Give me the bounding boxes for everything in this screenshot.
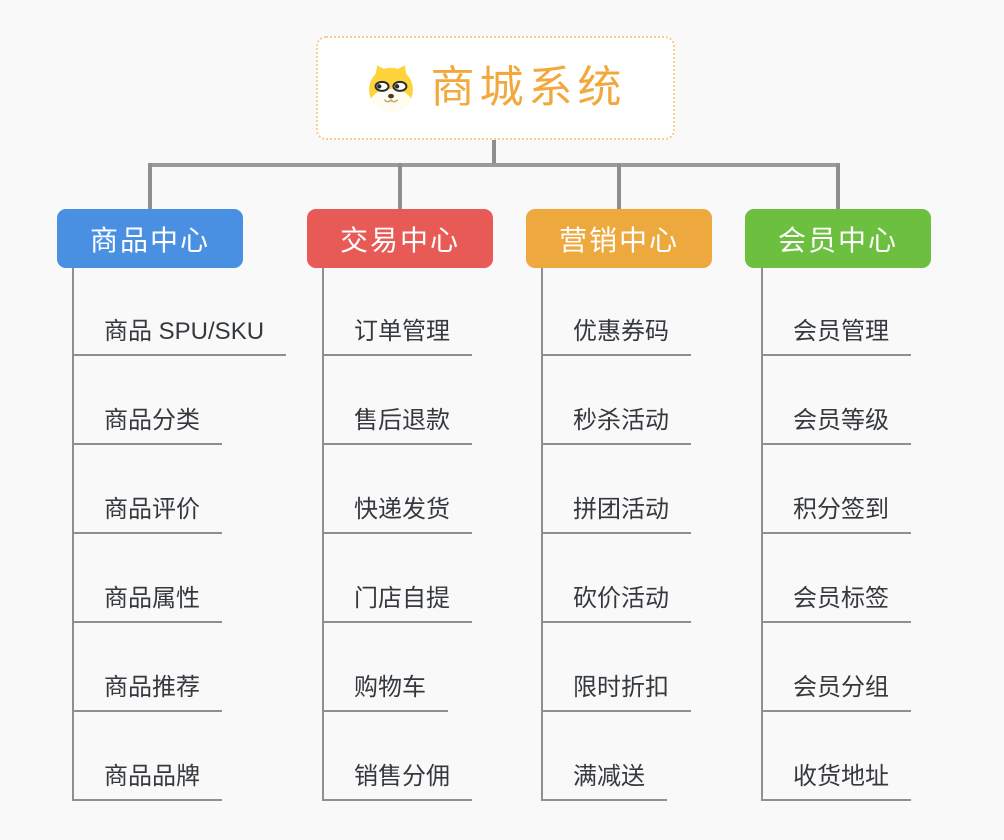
connector-drop-branch-2 xyxy=(398,163,402,209)
root-title: 商城系统 xyxy=(430,63,627,112)
branch-header-marketing-center[interactable]: 营销中心 xyxy=(526,209,712,268)
leaf-node[interactable]: 会员分组 xyxy=(761,673,911,712)
leaf-node[interactable]: 积分签到 xyxy=(761,495,911,534)
leaf-node[interactable]: 满减送 xyxy=(541,762,667,801)
branch-spine-4 xyxy=(761,268,763,801)
branch-header-member-center[interactable]: 会员中心 xyxy=(745,209,931,268)
leaf-node[interactable]: 门店自提 xyxy=(322,584,472,623)
leaf-node[interactable]: 秒杀活动 xyxy=(541,406,691,445)
branch-header-product-center[interactable]: 商品中心 xyxy=(57,209,243,268)
leaf-node[interactable]: 商品属性 xyxy=(72,584,222,623)
leaf-node[interactable]: 会员标签 xyxy=(761,584,911,623)
leaf-node[interactable]: 快递发货 xyxy=(322,495,472,534)
connector-drop-branch-4 xyxy=(836,163,840,209)
leaf-node[interactable]: 商品分类 xyxy=(72,406,222,445)
leaf-node[interactable]: 商品品牌 xyxy=(72,762,222,801)
leaf-node[interactable]: 订单管理 xyxy=(322,317,472,356)
doge-icon xyxy=(365,62,417,114)
root-node[interactable]: 商城系统 xyxy=(316,36,675,140)
leaf-node[interactable]: 售后退款 xyxy=(322,406,472,445)
leaf-node[interactable]: 商品推荐 xyxy=(72,673,222,712)
branch-spine-3 xyxy=(541,268,543,801)
leaf-node[interactable]: 限时折扣 xyxy=(541,673,691,712)
leaf-node[interactable]: 砍价活动 xyxy=(541,584,691,623)
connector-horizontal-bar xyxy=(148,163,840,167)
branch-spine-1 xyxy=(72,268,74,801)
leaf-node[interactable]: 销售分佣 xyxy=(322,762,472,801)
leaf-node[interactable]: 收货地址 xyxy=(761,762,911,801)
branch-spine-2 xyxy=(322,268,324,801)
connector-drop-branch-1 xyxy=(148,163,152,209)
leaf-node[interactable]: 优惠券码 xyxy=(541,317,691,356)
connector-root-stub xyxy=(492,140,496,167)
leaf-node[interactable]: 商品 SPU/SKU xyxy=(72,317,287,356)
connector-drop-branch-3 xyxy=(617,163,621,209)
leaf-node[interactable]: 拼团活动 xyxy=(541,495,691,534)
leaf-node[interactable]: 会员等级 xyxy=(761,406,911,445)
leaf-node[interactable]: 会员管理 xyxy=(761,317,911,356)
leaf-node[interactable]: 商品评价 xyxy=(72,495,222,534)
leaf-node[interactable]: 购物车 xyxy=(322,673,448,712)
branch-header-trade-center[interactable]: 交易中心 xyxy=(307,209,493,268)
